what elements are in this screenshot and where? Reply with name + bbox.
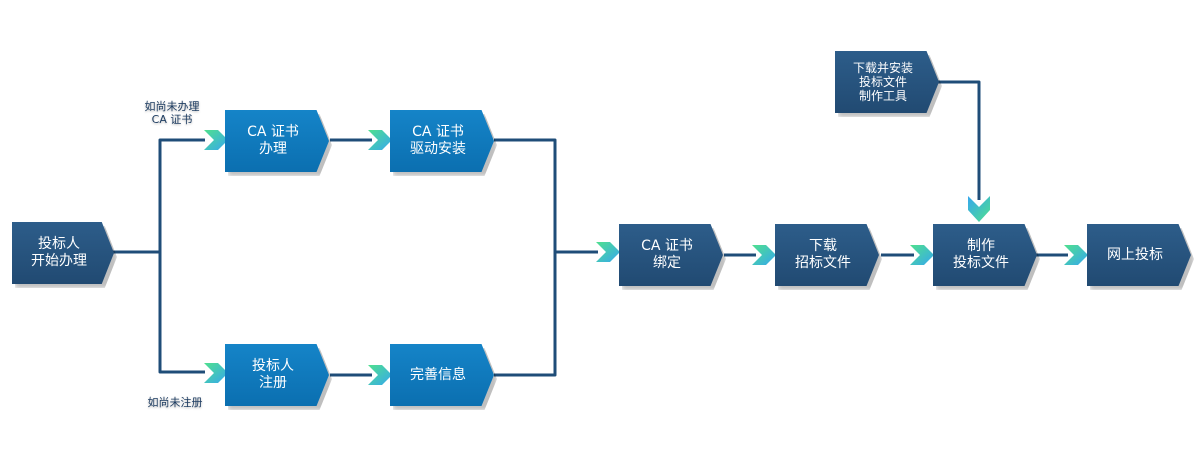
chevron-arrow-icon: [1064, 245, 1088, 265]
node-download-tool-label: 下载并安装 投标文件 制作工具: [852, 61, 913, 103]
node-make-bid: 制作 投标文件: [933, 224, 1037, 286]
connector-driver-merge: [494, 138, 557, 252]
chevron-arrow-icon: [204, 130, 228, 150]
node-online-bid: 网上投标: [1087, 224, 1191, 286]
chevron-arrow-icon: [596, 242, 620, 262]
node-make-bid-label: 制作 投标文件: [953, 238, 1009, 271]
node-ca-apply: CA 证书 办理: [225, 110, 329, 172]
chevron-arrow-icon: [752, 245, 776, 265]
node-ca-driver-label: CA 证书 驱动安装: [410, 124, 466, 157]
node-start-label: 投标人 开始办理: [31, 236, 87, 269]
node-start: 投标人 开始办理: [12, 222, 114, 284]
connector-tool-make: [938, 80, 981, 200]
node-complete-info: 完善信息: [390, 344, 494, 406]
node-ca-bind: CA 证书 绑定: [619, 224, 723, 286]
node-download-tender: 下载 招标文件: [775, 224, 879, 286]
chevron-arrow-icon: [368, 365, 392, 385]
note-no-register: 如尚未注册: [147, 396, 203, 409]
node-register-label: 投标人 注册: [252, 358, 294, 391]
connector-split-register: [158, 252, 205, 374]
chevron-down-arrow-icon: [968, 196, 990, 222]
arrowheads: [204, 130, 1088, 385]
node-ca-apply-label: CA 证书 办理: [247, 124, 299, 157]
node-online-bid-label: 网上投标: [1107, 246, 1163, 263]
node-download-tender-label: 下载 招标文件: [795, 238, 851, 271]
node-ca-driver: CA 证书 驱动安装: [390, 110, 494, 172]
connector-info-merge: [494, 252, 557, 377]
chevron-arrow-icon: [368, 130, 392, 150]
connector-split-ca: [158, 138, 205, 252]
node-download-tool: 下载并安装 投标文件 制作工具: [835, 51, 939, 113]
chevron-arrow-icon: [910, 245, 934, 265]
node-ca-bind-label: CA 证书 绑定: [641, 238, 693, 271]
node-complete-info-label: 完善信息: [410, 366, 466, 383]
note-no-ca: 如尚未办理 CA 证书: [144, 100, 200, 126]
chevron-arrow-icon: [204, 363, 228, 383]
node-register: 投标人 注册: [225, 344, 329, 406]
